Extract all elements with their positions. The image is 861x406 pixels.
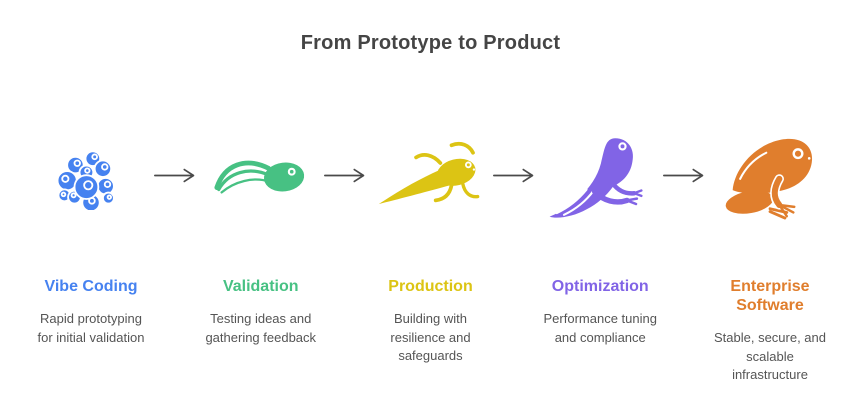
right-arrow-icon bbox=[663, 167, 704, 184]
stage-validation: Validation Testing ideas and gathering f… bbox=[192, 55, 330, 347]
lifecycle-flow: Vibe Coding Rapid prototyping for initia… bbox=[0, 55, 861, 385]
stage-label: Vibe Coding bbox=[44, 278, 138, 295]
stage-enterprise-software: Enterprise Software Stable, secure, and … bbox=[701, 55, 839, 385]
right-arrow-icon bbox=[323, 167, 364, 184]
adult-frog-icon bbox=[714, 117, 826, 237]
stage-description: Rapid prototyping for initial validation bbox=[37, 311, 145, 345]
stage-production: Production Building with resilience and … bbox=[362, 55, 500, 366]
stage-label: Production bbox=[388, 278, 473, 295]
stage-description: Stable, secure, and scalable infrastruct… bbox=[713, 330, 827, 383]
stage-vibe-coding: Vibe Coding Rapid prototyping for initia… bbox=[22, 55, 160, 347]
tadpole-icon bbox=[213, 117, 309, 237]
stage-description: Building with resilience and safeguards bbox=[390, 311, 471, 364]
stage-label: Validation bbox=[222, 278, 299, 295]
stage-label: Enterprise Software bbox=[730, 278, 810, 315]
stage-label: Optimization bbox=[551, 278, 649, 295]
young-frog-icon bbox=[546, 117, 654, 237]
right-arrow-icon bbox=[153, 167, 195, 184]
tadpole-with-legs-icon bbox=[375, 117, 487, 237]
diagram-title: From Prototype to Product bbox=[300, 32, 561, 54]
stage-optimization: Optimization Performance tuning and comp… bbox=[531, 55, 669, 347]
stage-description: Performance tuning and compliance bbox=[543, 311, 657, 345]
stage-description: Testing ideas and gathering feedback bbox=[205, 311, 317, 345]
frog-eggs-icon bbox=[58, 117, 124, 237]
right-arrow-icon bbox=[493, 167, 534, 184]
